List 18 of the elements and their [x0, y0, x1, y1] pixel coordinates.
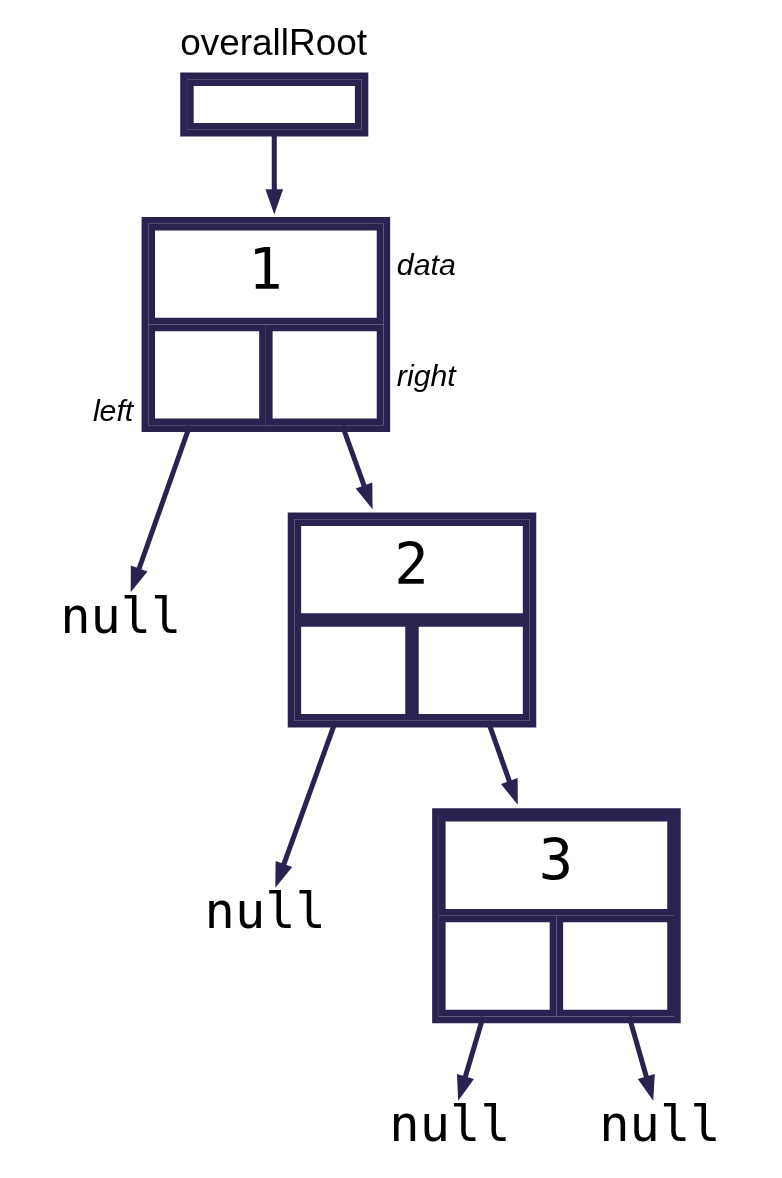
node-label: left	[92, 393, 134, 427]
node-box	[180, 72, 369, 137]
arrow	[485, 720, 518, 805]
arrow	[130, 424, 193, 593]
node-text: null	[204, 881, 326, 941]
node-text: null	[389, 1093, 511, 1153]
node-label: data	[396, 247, 456, 281]
node-label: right	[396, 358, 456, 392]
arrow	[626, 1015, 655, 1101]
node-box: 3	[432, 808, 681, 1024]
arrow	[456, 1015, 486, 1101]
node-label: overallRoot	[180, 22, 368, 64]
arrow	[275, 720, 338, 888]
node-box: 1	[141, 217, 391, 432]
node-text: null	[60, 585, 182, 645]
node-box: 2	[287, 512, 537, 728]
arrow	[339, 424, 373, 510]
node-text: null	[599, 1093, 721, 1153]
